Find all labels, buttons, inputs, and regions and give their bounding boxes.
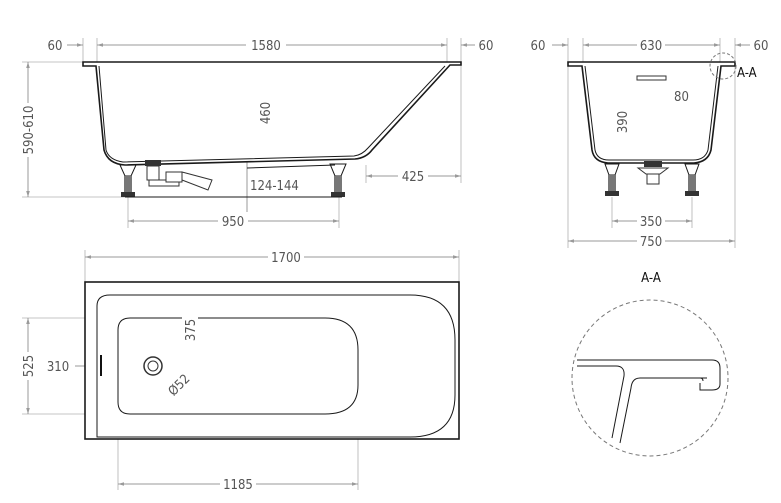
dim-depth-end: 390 bbox=[616, 111, 631, 133]
dim-side-length: 1580 bbox=[251, 39, 281, 54]
dim-drain-offset-x: 310 bbox=[47, 360, 69, 375]
dim-end-rim-right: 60 bbox=[754, 39, 769, 54]
dim-depth-side: 460 bbox=[259, 102, 274, 124]
dim-end-rim-left: 60 bbox=[531, 39, 546, 54]
detail-circle bbox=[571, 299, 729, 457]
dim-overflow-width: 80 bbox=[674, 90, 689, 105]
dim-total-height: 590-610 bbox=[22, 106, 37, 155]
drain-siphon bbox=[145, 160, 213, 191]
dim-plan-length: 1700 bbox=[271, 251, 301, 266]
detail-a-a: A-A bbox=[571, 271, 729, 457]
section-marker-label: A-A bbox=[737, 66, 757, 81]
dim-basin-length: 1185 bbox=[223, 478, 253, 493]
dim-total-width: 750 bbox=[640, 235, 662, 250]
leg-left bbox=[119, 164, 137, 197]
dim-side-rim-right: 60 bbox=[479, 39, 494, 54]
side-view: 60 1580 60 590-610 460 124-144 425 950 bbox=[20, 37, 493, 230]
detail-title: A-A bbox=[641, 271, 661, 286]
basin-outline bbox=[117, 317, 359, 415]
section-marker-circle bbox=[709, 52, 737, 80]
tub-outline-plan bbox=[84, 281, 460, 440]
leg-right bbox=[329, 163, 347, 197]
dim-end-width: 630 bbox=[640, 39, 662, 54]
dim-leg-spacing-side: 950 bbox=[222, 215, 244, 230]
dim-leg-spacing-end: 350 bbox=[640, 215, 662, 230]
dim-slope-offset: 425 bbox=[402, 170, 424, 185]
dim-side-rim-left: 60 bbox=[48, 39, 63, 54]
overflow-slot bbox=[636, 75, 667, 81]
dim-plan-width: 525 bbox=[22, 355, 37, 377]
end-legs bbox=[604, 161, 700, 196]
tub-end-profile bbox=[567, 61, 736, 164]
dim-drain-offset-y: 375 bbox=[184, 319, 199, 341]
plan-view: 1700 525 310 375 Ø52 1185 bbox=[20, 249, 460, 493]
end-view: 60 630 60 A-A 80 390 350 750 bbox=[531, 37, 769, 250]
dim-leg-height: 124-144 bbox=[250, 179, 299, 194]
